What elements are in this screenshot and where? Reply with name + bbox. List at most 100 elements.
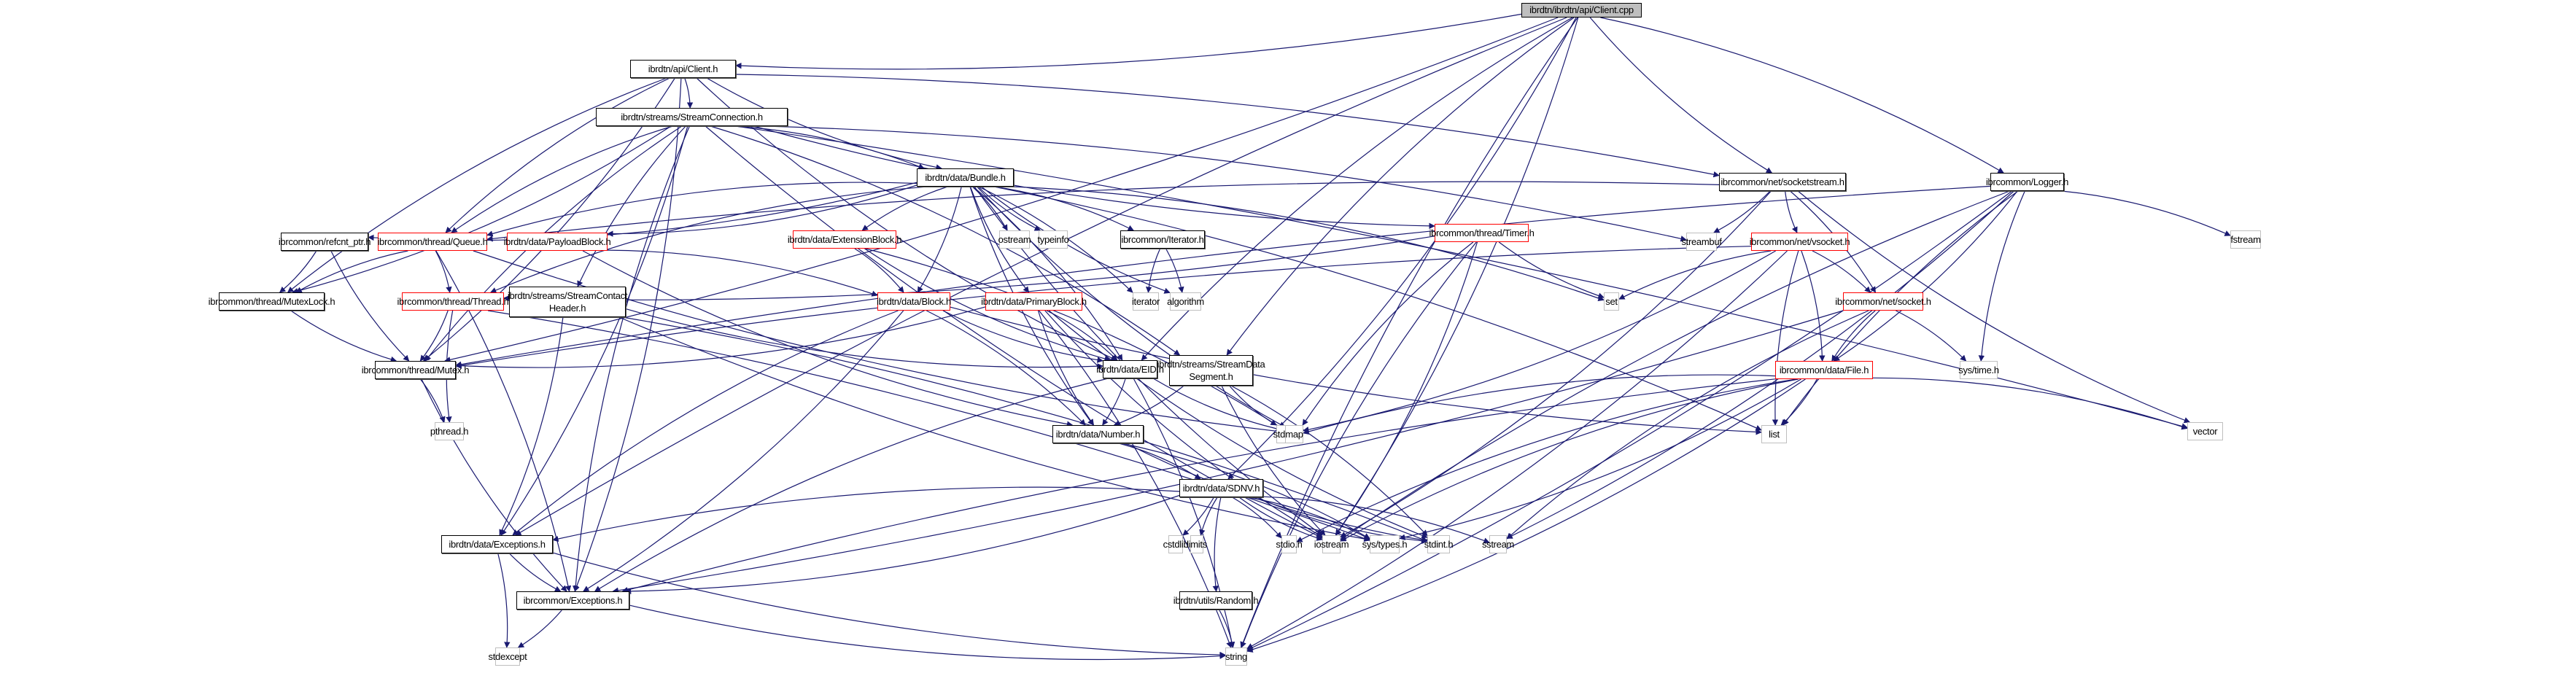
- edge-bundle-to-algorithm: [981, 186, 1171, 294]
- edge-sdnv-to-commonexceptions: [624, 494, 1180, 595]
- edge-vsocket-to-mutex: [455, 246, 1752, 369]
- node-mutex-lock[interactable]: ibrcommon/thread/MutexLock.h: [209, 292, 335, 311]
- edge-streamconnection-to-commonexceptions: [573, 125, 690, 592]
- node-iostream: iostream: [1314, 535, 1349, 553]
- edge-streamconnection-to-streambuf: [765, 125, 1687, 242]
- node-socket[interactable]: ibrcommon/net/socket.h: [1835, 292, 1931, 311]
- node-random[interactable]: ibrdtn/utils/Random.h: [1173, 591, 1259, 610]
- node-algorithm: algorithm: [1167, 292, 1204, 311]
- edge-timer-to-iostream: [1335, 241, 1478, 536]
- edge-eid-to-string: [1133, 378, 1235, 648]
- edge-dataexceptions-to-string: [552, 552, 1226, 658]
- edge-bundle-to-thread: [489, 186, 928, 293]
- node-stream-data-segment[interactable]: ibrdtn/streams/StreamData Segment.h: [1157, 355, 1265, 386]
- edge-queue-to-thread: [435, 250, 452, 293]
- edge-streamconnection-to-queue: [451, 125, 673, 233]
- edge-commonexceptions-to-string: [629, 604, 1226, 661]
- node-sdnv[interactable]: ibrdtn/data/SDNV.h: [1179, 479, 1263, 497]
- node-vsocket[interactable]: ibrcommon/net/vsocket.h: [1750, 233, 1850, 251]
- node-data-exceptions[interactable]: ibrdtn/data/Exceptions.h: [441, 535, 553, 553]
- edge-file-to-stdio: [1296, 378, 1796, 542]
- edge-vsocket-to-file: [1801, 250, 1826, 362]
- edge-iterator_h-to-algorithm: [1165, 248, 1184, 293]
- edge-client_cpp-to-socketstream: [1589, 17, 1773, 174]
- node-extension-block[interactable]: ibrdtn/data/ExtensionBlock.h: [788, 230, 901, 249]
- node-stdexcept: stdexcept: [489, 647, 527, 666]
- edge-bundle-to-map: [977, 186, 1286, 428]
- node-refcnt-ptr[interactable]: ibrcommon/refcnt_ptr.h: [279, 233, 371, 251]
- edge-streamconnection-to-datasegment: [710, 125, 1181, 356]
- edge-bundle-to-payloadblock: [607, 184, 917, 237]
- node-thread[interactable]: ibrcommon/thread/Thread.h: [397, 292, 509, 311]
- node-primary-block[interactable]: ibrdtn/data/PrimaryBlock.h: [981, 292, 1087, 311]
- node-set: set: [1604, 292, 1619, 311]
- edge-client_h-to-mutexlock: [287, 77, 667, 293]
- edge-client_cpp-to-string: [1240, 17, 1578, 648]
- edge-file-to-list: [1780, 378, 1817, 426]
- node-typeinfo: typeinfo: [1037, 230, 1069, 249]
- node-eid[interactable]: ibrdtn/data/EID.h: [1096, 360, 1164, 378]
- edge-logger-to-mutex: [455, 185, 1991, 367]
- edge-datasegment-to-number: [1113, 385, 1184, 427]
- edge-bundle-to-eid: [972, 186, 1123, 361]
- node-cstdlib: cstdlib: [1163, 535, 1189, 553]
- edge-primaryblock-to-number: [1037, 310, 1094, 426]
- node-vector: vector: [2187, 422, 2223, 440]
- node-payload-block[interactable]: ibrdtn/data/PayloadBlock.h: [504, 233, 611, 251]
- node-sys-time: sys/time.h: [1958, 361, 1999, 379]
- edge-streamconnection-to-timer: [753, 125, 1435, 230]
- edge-streamconnection-to-dataexceptions: [500, 125, 688, 536]
- edge-primaryblock-to-mutex: [455, 306, 986, 369]
- edge-vsocket-to-socket: [1812, 250, 1871, 293]
- node-stream-connection[interactable]: ibrdtn/streams/StreamConnection.h: [596, 108, 788, 126]
- edge-sdnv-to-stdint: [1256, 497, 1428, 544]
- node-file[interactable]: ibrcommon/data/File.h: [1775, 361, 1873, 379]
- edge-client_cpp-to-sdnv: [1227, 17, 1577, 480]
- node-ostream: ostream: [998, 230, 1031, 249]
- edge-extensionblock-to-block: [854, 248, 904, 293]
- node-iterator-h[interactable]: ibrcommon/Iterator.h: [1120, 230, 1205, 249]
- node-queue[interactable]: ibrcommon/thread/Queue.h: [377, 233, 488, 251]
- edge-sdnv-to-limits: [1199, 497, 1218, 536]
- node-stream-contact-header[interactable]: ibrdtn/streams/StreamContact Header.h: [508, 287, 627, 317]
- edge-logger-to-systime: [1978, 190, 2025, 362]
- edge-socketstream-to-vector: [1797, 190, 2191, 424]
- node-mutex[interactable]: ibrcommon/thread/Mutex.h: [362, 361, 470, 379]
- edge-bundle-to-extensionblock: [861, 186, 948, 231]
- edge-bundle-to-list: [993, 186, 1762, 431]
- edge-client_cpp-to-dataexceptions: [515, 17, 1567, 536]
- node-block[interactable]: ibrdtn/data/Block.h: [877, 292, 951, 311]
- node-limits: limits: [1187, 535, 1207, 553]
- edge-datasegment-to-stdint: [1230, 385, 1428, 537]
- edge-file-to-commonexceptions: [621, 378, 1776, 594]
- edge-logger-to-iostream: [1340, 190, 2010, 540]
- node-streambuf: streambuf: [1681, 233, 1722, 251]
- edge-thread-to-systypes: [487, 310, 1370, 542]
- edge-sdnv-to-stdio: [1232, 497, 1282, 539]
- edge-client_h-to-bundle: [706, 77, 942, 171]
- edge-client_h-to-socketstream: [735, 74, 1720, 178]
- node-timer[interactable]: ibrcommon/thread/Timer.h: [1429, 224, 1535, 242]
- edge-streamconnection-to-contactheader: [577, 125, 686, 287]
- edge-iterator_h-to-iterator: [1146, 248, 1161, 293]
- edge-dataexceptions-to-commonexceptions: [508, 553, 562, 592]
- node-number[interactable]: ibrdtn/data/Number.h: [1052, 425, 1144, 443]
- node-stdio: stdio.h: [1276, 535, 1303, 553]
- edge-extensionblock-to-eid: [864, 248, 1111, 362]
- node-logger[interactable]: ibrcommon/Logger.h: [1986, 173, 2068, 191]
- edge-contactheader-to-systypes: [618, 316, 1370, 542]
- node-string: string: [1225, 647, 1247, 666]
- node-socketstream[interactable]: ibrcommon/net/socketstream.h: [1719, 173, 1846, 191]
- node-client-h[interactable]: ibrdtn/api/Client.h: [630, 60, 736, 78]
- edge-logger-to-fstream: [2061, 190, 2231, 236]
- edge-file-to-vector: [1872, 377, 2188, 430]
- node-common-exceptions[interactable]: ibrcommon/Exceptions.h: [516, 591, 629, 610]
- edge-logger-to-string: [1246, 190, 2013, 651]
- node-bundle[interactable]: ibrdtn/data/Bundle.h: [917, 168, 1014, 187]
- node-iterator: iterator: [1132, 292, 1160, 311]
- edge-socketstream-to-queue: [486, 181, 1720, 242]
- edge-sdnv-to-cstdlib: [1182, 497, 1214, 536]
- edge-client_h-to-streamconnection: [684, 77, 694, 109]
- node-pthread: pthread.h: [430, 422, 468, 440]
- edge-socket-to-systime: [1896, 310, 1967, 362]
